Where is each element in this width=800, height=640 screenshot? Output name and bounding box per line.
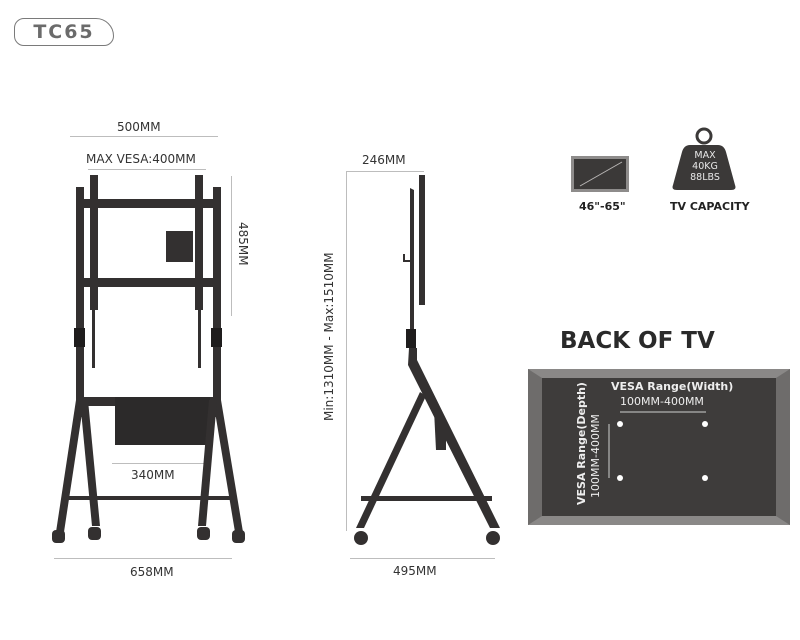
weight-capacity-icon bbox=[672, 127, 736, 190]
height-range-label: Min:1310MM - Max:1510MM bbox=[322, 252, 336, 421]
base-width-label: 658MM bbox=[130, 565, 174, 579]
capacity-line-kg: 40KG bbox=[692, 161, 718, 172]
vesa-width-value: 100MM-400MM bbox=[620, 395, 704, 408]
max-vesa-dim-line bbox=[88, 169, 206, 170]
vesa-depth-label: VESA Range(Depth) bbox=[575, 382, 588, 505]
shelf-width-dim-line bbox=[112, 463, 208, 464]
back-of-tv-panel bbox=[528, 369, 790, 525]
model-name: TC65 bbox=[33, 21, 95, 43]
tv-size-icon bbox=[571, 156, 629, 192]
front-view-stand bbox=[52, 175, 245, 543]
front-width-dim-line bbox=[70, 136, 218, 137]
side-base-depth-label: 495MM bbox=[393, 564, 437, 578]
back-of-tv-title: BACK OF TV bbox=[560, 328, 715, 354]
max-vesa-label: MAX VESA:400MM bbox=[86, 152, 196, 166]
vesa-depth-value: 100MM-400MM bbox=[589, 414, 602, 498]
model-badge: TC65 bbox=[14, 18, 114, 46]
screen-size-label: 46"-65" bbox=[579, 200, 626, 213]
bracket-height-dim-line bbox=[231, 176, 232, 316]
vesa-width-label: VESA Range(Width) bbox=[611, 380, 734, 393]
capacity-line-lbs: 88LBS bbox=[690, 172, 720, 183]
side-view-stand bbox=[346, 171, 500, 559]
side-depth-label: 246MM bbox=[362, 153, 406, 167]
capacity-text: MAX 40KG 88LBS bbox=[676, 150, 734, 183]
capacity-label: TV CAPACITY bbox=[670, 200, 750, 213]
shelf-width-label: 340MM bbox=[131, 468, 175, 482]
front-width-label: 500MM bbox=[117, 120, 161, 134]
capacity-line-max: MAX bbox=[694, 150, 716, 161]
base-width-dim-line bbox=[54, 558, 232, 559]
